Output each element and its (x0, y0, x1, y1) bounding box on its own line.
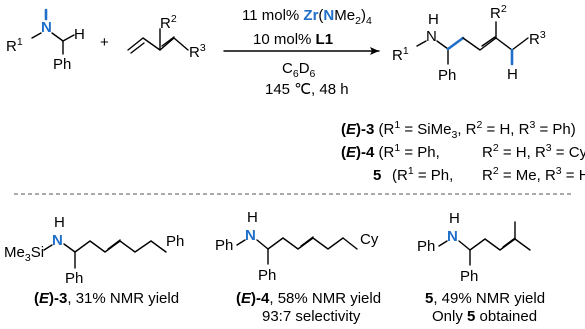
bond-ph-n (236, 239, 246, 246)
product-chain (462, 37, 497, 51)
caption-e4-selectivity: 93:7 selectivity (262, 308, 361, 325)
bond-r1-n (31, 32, 42, 39)
definition-e4: (E)-4 (R1 = Ph,R2 = H, R3 = Cy) (341, 142, 585, 161)
reaction-conditions: 11 mol% Zr(NMe2)4 10 mol% L1 C6D6 145 ℃,… (223, 7, 380, 98)
bond-n-c (458, 240, 471, 251)
product-bond-ch (495, 37, 513, 51)
caption-e3: (E)-3, 31% NMR yield (34, 290, 179, 307)
bond-n-c (256, 239, 269, 250)
r3-group-label: R3 (189, 42, 206, 61)
bond-to-end-group (150, 240, 167, 253)
arrow-head (370, 47, 379, 55)
bond-to-cyclohexyl (342, 237, 358, 250)
caption-e4: (E)-4, 58% NMR yield (236, 290, 381, 307)
alkene-double-bond (300, 236, 314, 247)
product-e3: Me3Si N H Ph Ph (E)-3, 31% NMR yield (4, 214, 184, 307)
condition-ligand: 10 mol% L1 (253, 31, 333, 48)
methyl-right-bond (514, 238, 531, 251)
alkene-double-bond (107, 239, 121, 250)
bond-ph-n (438, 240, 448, 247)
r2-group-label: R2 (160, 13, 177, 32)
trimethylsilyl-label: Me3Si (4, 244, 44, 264)
nitrogen-atom: N (41, 19, 52, 36)
diene-double-bond-1 (130, 42, 145, 54)
definition-5: 5(R1 = Ph,R2 = Me, R3 = H) (373, 165, 585, 184)
new-cc-bond-blue (446, 36, 465, 51)
product-5: Ph N H Ph 5, 49% NMR yield Only 5 obtain… (417, 210, 545, 325)
condition-temperature-time: 145 ℃, 48 h (265, 81, 349, 98)
product-r3-label: R3 (529, 29, 546, 48)
alkene-double-bond (502, 237, 516, 248)
hydrogen-on-n: H (54, 214, 65, 231)
product-bond-r1-n (416, 40, 427, 47)
generic-product: R1 N H Ph R2 R3 H (392, 3, 546, 84)
product-bond-r3 (511, 37, 529, 51)
phenyl-label: Ph (53, 56, 71, 73)
reactant-1: R1 N H H Ph (6, 8, 85, 73)
condition-solvent: C6D6 (282, 60, 316, 80)
r1-group-label: R1 (6, 36, 23, 55)
product-nitrogen-atom: N (426, 28, 437, 45)
condition-catalyst: 11 mol% Zr(NMe2)4 (242, 7, 372, 27)
plus-sign: + (100, 34, 109, 51)
phenyl-label: Ph (258, 267, 276, 284)
product-bond-n-c (436, 40, 449, 50)
nitrogen-atom: N (245, 227, 256, 244)
bond-n-c (51, 32, 64, 42)
hydrogen-on-n: H (247, 209, 258, 226)
product-double-bond (481, 36, 496, 47)
product-phenyl-label: Ph (438, 67, 456, 84)
end-group-phenyl: Ph (166, 233, 184, 250)
nitrogen-atom: N (52, 232, 63, 249)
phenyl-amine-label: Ph (215, 237, 233, 254)
definition-e3: (E)-3 (R1 = SiMe3, R2 = H, R3 = Ph) (341, 119, 576, 141)
caption-5-note: Only 5 obtained (432, 308, 537, 325)
diene-double-bond-2a (161, 36, 175, 47)
bond-n-c (63, 243, 76, 253)
hydrogen-on-n: H (449, 210, 460, 227)
product-e4: Ph N H Ph Cy (E)-4, 58% NMR yield 93:7 s… (215, 209, 381, 325)
product-hydrogen-on-c: H (507, 66, 518, 83)
bond-c-h (62, 34, 75, 42)
product-hydrogen-on-n: H (428, 11, 439, 28)
product-r1-label: R1 (392, 45, 409, 64)
alkyl-chain (74, 240, 152, 253)
product-r2-label: R2 (490, 3, 507, 22)
phenyl-label: Ph (460, 268, 478, 285)
phenyl-label: Ph (65, 270, 83, 287)
alkyl-chain (469, 238, 516, 251)
reactant-2-diene: R2 R3 (127, 13, 206, 61)
bond-si-n (43, 244, 53, 251)
phenyl-amine-label: Ph (417, 238, 435, 255)
nitrogen-atom: N (447, 228, 458, 245)
hydrogen-on-c: H (74, 26, 85, 43)
end-group-cyclohexyl: Cy (360, 231, 379, 248)
substituent-definitions: (E)-3 (R1 = SiMe3, R2 = H, R3 = Ph) (E)-… (341, 119, 585, 184)
caption-5: 5, 49% NMR yield (425, 290, 545, 307)
